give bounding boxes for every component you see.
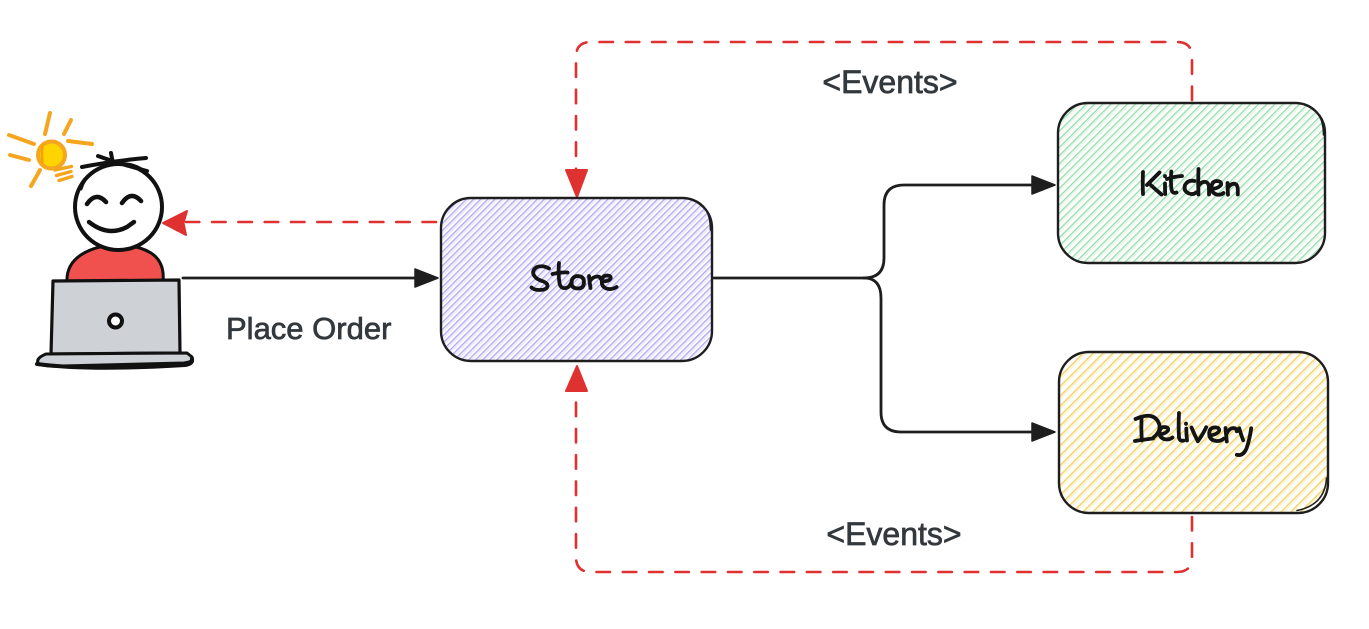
svg-text:Place Order: Place Order — [226, 311, 391, 346]
svg-text:<Events>: <Events> — [822, 64, 957, 100]
svg-text:<Events>: <Events> — [826, 516, 961, 552]
